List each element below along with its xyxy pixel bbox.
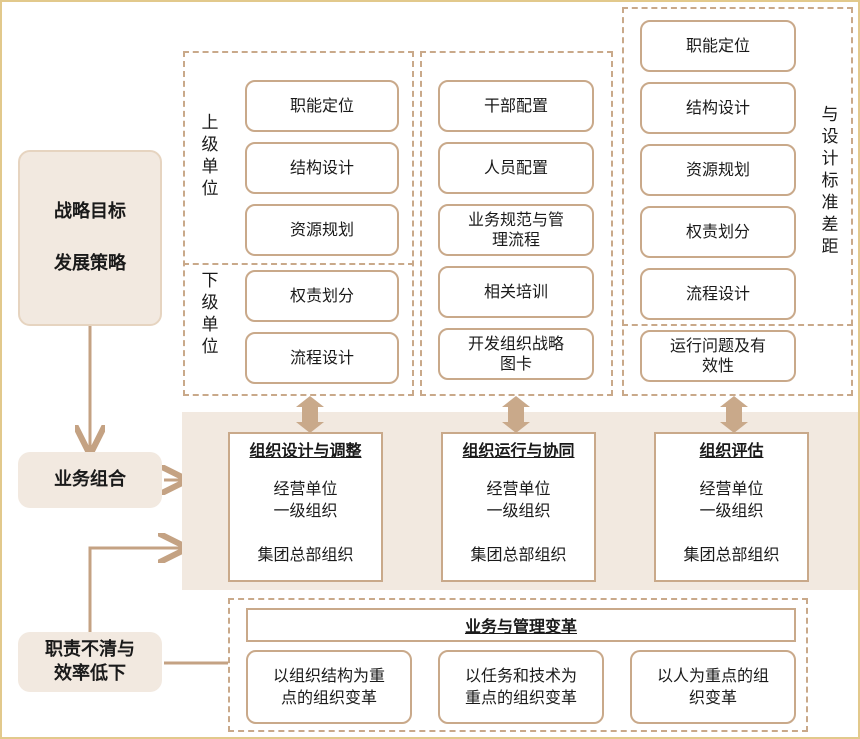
center-box-evaluation-title: 组织评估 xyxy=(699,441,764,460)
center-box-design: 组织设计与调整 经营单位 一级组织 集团总部组织 xyxy=(228,432,383,582)
col3-item-authority: 权责划分 xyxy=(640,206,796,258)
center-box-evaluation: 组织评估 经营单位 一级组织 集团总部组织 xyxy=(654,432,809,582)
col3-divider xyxy=(622,324,853,326)
col2-item-norms: 业务规范与管 理流程 xyxy=(438,204,594,256)
double-arrow-2 xyxy=(502,396,530,433)
col3-item-process: 流程设计 xyxy=(640,268,796,320)
issue-line2: 效率低下 xyxy=(54,663,126,684)
col3-item-resource: 资源规划 xyxy=(640,144,796,196)
col1-divider xyxy=(183,263,414,265)
bottom-group xyxy=(228,598,808,732)
col2-item-cadre: 干部配置 xyxy=(438,80,594,132)
center-box-operation: 组织运行与协同 经营单位 一级组织 集团总部组织 xyxy=(441,432,596,582)
col1-item-process: 流程设计 xyxy=(245,332,399,384)
double-arrow-3 xyxy=(720,396,748,433)
bottom-box-people: 以人为重点的组 织变革 xyxy=(630,650,796,724)
strategy-line1: 战略目标 xyxy=(54,201,126,222)
col2-item-staff: 人员配置 xyxy=(438,142,594,194)
issue-line1: 职责不清与 xyxy=(45,639,135,660)
col3-side-label: 与 设 计 标 准 差 距 xyxy=(821,105,839,257)
center-box-operation-title: 组织运行与协同 xyxy=(462,441,575,460)
double-arrow-1 xyxy=(296,396,324,433)
arrow-issue-to-center xyxy=(88,548,182,632)
col1-lower-label: 下 级 单 位 xyxy=(201,271,219,357)
col1-item-resource: 资源规划 xyxy=(245,204,399,256)
col1-item-authority: 权责划分 xyxy=(245,270,399,322)
col3-item-function: 职能定位 xyxy=(640,20,796,72)
col3-item-structure: 结构设计 xyxy=(640,82,796,134)
issue-block: 职责不清与 效率低下 xyxy=(18,632,162,692)
col1-item-function: 职能定位 xyxy=(245,80,399,132)
col2-item-strategy-card: 开发组织战略 图卡 xyxy=(438,328,594,380)
bottom-title: 业务与管理变革 xyxy=(246,608,796,642)
strategy-line2: 发展策略 xyxy=(54,253,126,274)
bottom-box-structure: 以组织结构为重 点的组织变革 xyxy=(246,650,412,724)
col2-item-training: 相关培训 xyxy=(438,266,594,318)
col3-group xyxy=(622,7,853,396)
col1-upper-label: 上 级 单 位 xyxy=(201,113,219,199)
col1-item-structure: 结构设计 xyxy=(245,142,399,194)
col3-item-operation-issues: 运行问题及有 效性 xyxy=(640,330,796,382)
business-combo-block: 业务组合 xyxy=(18,452,162,508)
center-box-design-title: 组织设计与调整 xyxy=(249,441,362,460)
bottom-box-task-tech: 以任务和技术为 重点的组织变革 xyxy=(438,650,604,724)
strategy-block: 战略目标 发展策略 xyxy=(18,150,162,326)
col1-group xyxy=(183,51,414,396)
col2-group xyxy=(420,51,613,396)
